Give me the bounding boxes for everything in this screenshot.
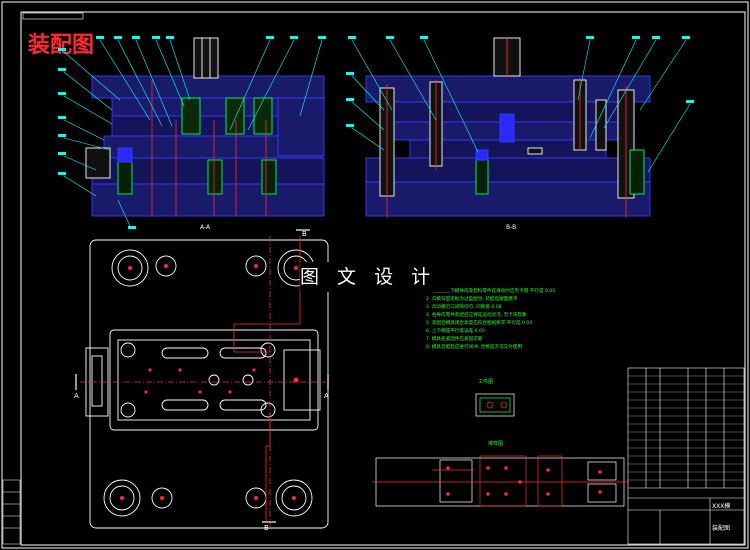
note-3: 3. 凸凹模刃口间隙均匀, 间隙值 0.08 [426,303,502,310]
cut-mark-b-top: B [302,230,307,238]
side-margin-block [2,479,21,545]
note-2: 2. 凸模与固定板为过盈配合, 装配后端面磨平 [426,295,518,302]
section-a-a [85,37,325,217]
title-block-rows [628,375,744,481]
cut-mark-a-left: A [74,392,79,400]
part-drawing-label: 工件图 [478,378,493,385]
title-block [627,367,745,545]
note-8: 8. 模具装配后应进行试冲, 合格后方可交付使用 [426,343,522,350]
section-label-b-b: B-B [506,224,516,231]
cut-marks [75,229,329,523]
watermark: 图 文 设 计 [300,262,450,292]
plan-view [85,239,329,529]
cut-mark-a-right: A [324,392,329,400]
leader-lines-a-a [63,39,323,227]
title-block-drawing: 装配图 [712,524,730,532]
drawing-number-box [22,12,84,20]
section-a-a-centerlines [151,80,267,216]
section-b-b [365,37,651,217]
title-block-name: XXX模 [712,502,730,510]
note-7: 7. 模具各紧固件应紧固可靠 [426,335,483,342]
leader-lines-b-b [351,39,691,173]
note-5: 5. 装配后模具闭合高度应符合图纸要求 平行度 0.04 [426,319,532,326]
strip-layout-holes [446,466,602,496]
plan-view-holes-red [120,264,299,500]
section-label-a-a: A-A [200,224,211,231]
part-tags-a-a [58,36,326,229]
part-tags-b-b [346,36,694,127]
note-4: 4. 各导向零件装配后应保证运动灵活, 无卡滞现象 [426,311,527,318]
strip-layout [375,455,625,507]
inner-frame [20,11,746,546]
note-6: 6. 上下模座平行度误差 0.05 [426,327,485,334]
cut-mark-b-bottom: B [264,524,269,532]
plan-view-centerlines [80,236,326,530]
strip-layout-label: 排样图 [488,440,503,447]
note-1: 1. 装配后上下模导向及卸料零件在滑动时应无卡阻 平行度 0.05 [426,287,555,294]
drawing-title: 装配图 [28,33,94,58]
part-drawing [475,393,515,417]
strip-layout-centerline [372,469,628,483]
technical-notes: 1. 装配后上下模导向及卸料零件在滑动时应无卡阻 平行度 0.05 2. 凸模与… [426,287,555,350]
